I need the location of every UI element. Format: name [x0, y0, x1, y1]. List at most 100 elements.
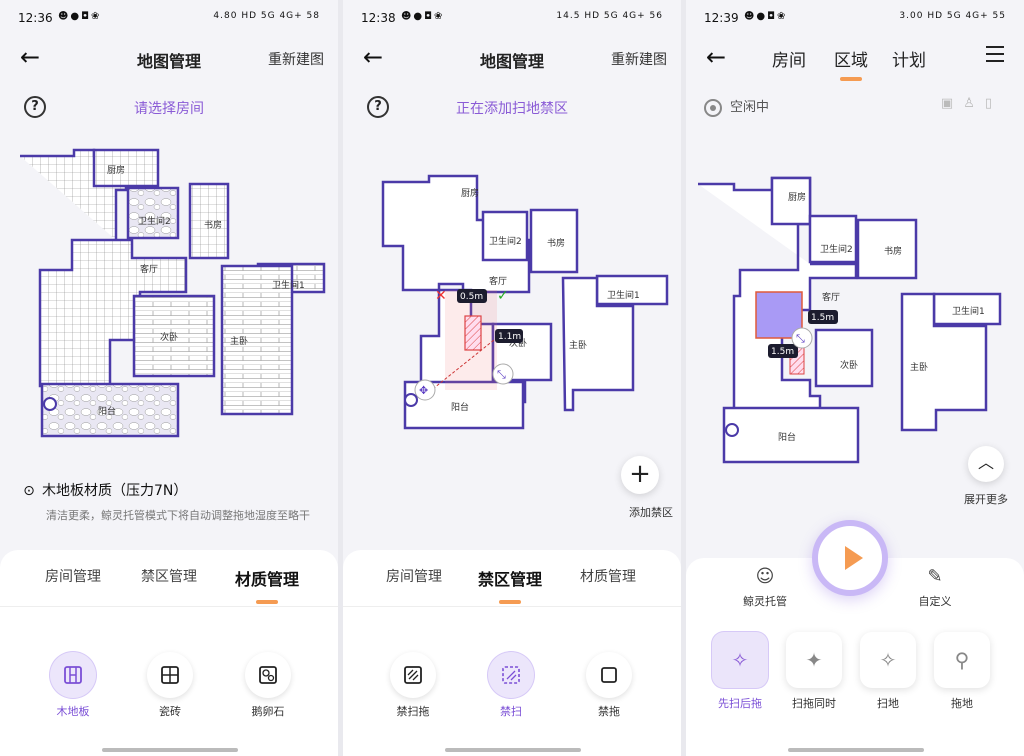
dim-badge: [808, 310, 838, 324]
tab-label: 禁区管理: [141, 569, 197, 585]
managed-mode-button[interactable]: ☺鲸灵托管: [720, 566, 810, 609]
status-idle: 空闲中: [704, 96, 769, 117]
map-room-balcony: [40, 382, 180, 438]
room-label: 卫生间2: [138, 215, 171, 227]
room-label: 厨房: [461, 187, 479, 199]
tab-underline: [256, 600, 278, 604]
tab-bar: 房间管理 禁区管理 材质管理: [0, 566, 338, 606]
selected-area[interactable]: [755, 291, 803, 339]
dock-icon: [43, 397, 57, 411]
mop-icon: ⚲: [934, 632, 990, 688]
no-sweep-mop-icon: [390, 652, 436, 698]
tab-underline: [499, 600, 521, 604]
map-room-master: [561, 276, 635, 412]
bottom-sheet: 房间管理 禁区管理 材质管理 木地板 瓷砖 鹅卵石: [0, 550, 338, 756]
mode-sweep-and-mop[interactable]: ✦扫拖同时: [782, 632, 846, 711]
room-label: 卫生间1: [607, 289, 640, 301]
pebble-icon: [245, 652, 291, 698]
mode-label: 拖地: [951, 697, 973, 710]
map-room-bath2: [126, 186, 180, 240]
tab-label: 材质管理: [580, 569, 636, 585]
room-label: 客厅: [140, 263, 158, 275]
option-pebble[interactable]: 鹅卵石: [228, 652, 308, 719]
page-title: 地图管理: [479, 52, 544, 71]
tab-area[interactable]: 区域: [834, 46, 868, 81]
mode-label: 扫地: [877, 697, 899, 710]
floor-map[interactable]: 厨房 卫生间2 书房 客厅 卫生间1 次卧 主卧 阳台 1.5m 1.5m ⤡: [686, 160, 1024, 470]
menu-icon[interactable]: [986, 46, 1004, 67]
tab-label: 区域: [834, 51, 868, 71]
room-label: 阳台: [98, 405, 116, 417]
option-no-sweep[interactable]: 禁扫: [471, 652, 551, 719]
option-no-sweep-mop[interactable]: 禁扫拖: [373, 652, 453, 719]
room-label: 卫生间1: [952, 305, 985, 317]
start-cleaning-button[interactable]: [812, 520, 888, 596]
tab-zone-management[interactable]: 禁区管理: [455, 566, 565, 604]
tab-room-management[interactable]: 房间管理: [359, 566, 469, 586]
back-arrow-icon[interactable]: ←: [363, 43, 384, 71]
back-arrow-icon[interactable]: ←: [706, 43, 727, 71]
mode-sweep[interactable]: ✧ 扫地: [856, 632, 920, 711]
tab-zone-management[interactable]: 禁区管理: [114, 566, 224, 586]
page-title: 地图管理: [136, 52, 201, 71]
map-room-study: [856, 218, 918, 280]
tab-room-management[interactable]: 房间管理: [18, 566, 128, 586]
floor-map-svg[interactable]: 厨房 卫生间2 书房 客厅 卫生间1 次卧 主卧 阳台 1.5m 1.5m ⤡: [686, 160, 1024, 470]
help-icon[interactable]: ?: [367, 96, 389, 118]
tab-label: 房间管理: [386, 569, 442, 585]
back-arrow-icon[interactable]: ←: [20, 43, 41, 71]
status-right: 3.00 HD 5G 4G+ 55: [899, 11, 1006, 21]
delete-zone-icon[interactable]: ✕: [435, 288, 447, 304]
map-room-kitchen: [770, 176, 812, 226]
floor-map-svg[interactable]: 厨房 卫生间2 书房 客厅 卫生间1 次卧 主卧 阳台: [0, 140, 338, 460]
expand-more-button[interactable]: ︿: [968, 446, 1004, 482]
room-label: 厨房: [107, 164, 125, 176]
resize-handle-icon[interactable]: [791, 327, 813, 349]
status-right: 4.80 HD 5G 4G+ 58: [213, 11, 320, 21]
floor-map[interactable]: 厨房 卫生间2 书房 客厅 卫生间1 次卧 主卧 阳台: [0, 140, 338, 460]
resize-handle-icon[interactable]: [492, 363, 514, 385]
floor-map[interactable]: 厨房 卫生间2 书房 客厅 卫生间1 次卧 主卧 阳台 ✕ 0.5m ✓ 1.1…: [343, 140, 681, 460]
tab-label: 材质管理: [234, 570, 299, 589]
tile-icon: [147, 652, 193, 698]
panel-zone-management: 12:38 ☻●◘❀ 14.5 HD 5G 4G+ 56 ← 地图管理 重新建图…: [343, 0, 681, 756]
mode-mop[interactable]: ⚲ 拖地: [930, 632, 994, 711]
dim-badge: [495, 329, 523, 343]
zone-selection[interactable]: [464, 315, 482, 351]
rebuild-map-button[interactable]: 重新建图: [268, 52, 324, 68]
option-no-mop[interactable]: 禁拖: [569, 652, 649, 719]
add-zone-button[interactable]: +: [621, 456, 659, 494]
room-label: 卫生间1: [272, 279, 305, 291]
tab-material-management[interactable]: 材质管理: [212, 566, 322, 604]
help-icon[interactable]: ?: [24, 96, 46, 118]
option-tile[interactable]: 瓷砖: [130, 652, 210, 719]
move-handle-icon[interactable]: [414, 379, 436, 401]
confirm-zone-icon[interactable]: ✓: [497, 288, 509, 304]
status-right: 14.5 HD 5G 4G+ 56: [556, 11, 663, 21]
option-wood-floor[interactable]: 木地板: [33, 652, 113, 719]
tab-room[interactable]: 房间: [772, 46, 806, 71]
rebuild-map-button[interactable]: 重新建图: [611, 52, 667, 68]
status-time: 12:36: [18, 11, 53, 25]
move-glyph: ✥: [419, 384, 428, 397]
map-room-bath2: [808, 214, 858, 264]
mode-label: 扫拖同时: [792, 697, 836, 710]
header: ← 地图管理 重新建图: [343, 42, 681, 74]
sweep-icon: ✧: [860, 632, 916, 688]
hint-text: 正在添加扫地禁区: [456, 101, 568, 117]
no-sweep-icon: [488, 652, 534, 698]
room-label: 书房: [547, 237, 565, 249]
map-room-balcony: [722, 406, 860, 464]
tab-material-management[interactable]: 材质管理: [553, 566, 663, 586]
dim-label: 1.5m: [771, 347, 794, 357]
room-label: 阳台: [451, 401, 469, 413]
floor-map-svg[interactable]: 厨房 卫生间2 书房 客厅 卫生间1 次卧 主卧 阳台 ✕ 0.5m ✓ 1.1…: [343, 140, 681, 460]
custom-mode-button[interactable]: ✎自定义: [890, 566, 980, 609]
mode-sweep-then-mop[interactable]: ✧先扫后拖: [708, 632, 772, 711]
panel-area-cleaning: 12:39 ☻●◘❀ 3.00 HD 5G 4G+ 55 ← 房间 区域 计划 …: [686, 0, 1024, 756]
tab-plan[interactable]: 计划: [892, 46, 926, 71]
room-label: 客厅: [822, 291, 840, 303]
tab-label: 房间: [772, 51, 806, 71]
status-time: 12:38: [361, 11, 396, 25]
map-room-bath1: [595, 274, 669, 306]
